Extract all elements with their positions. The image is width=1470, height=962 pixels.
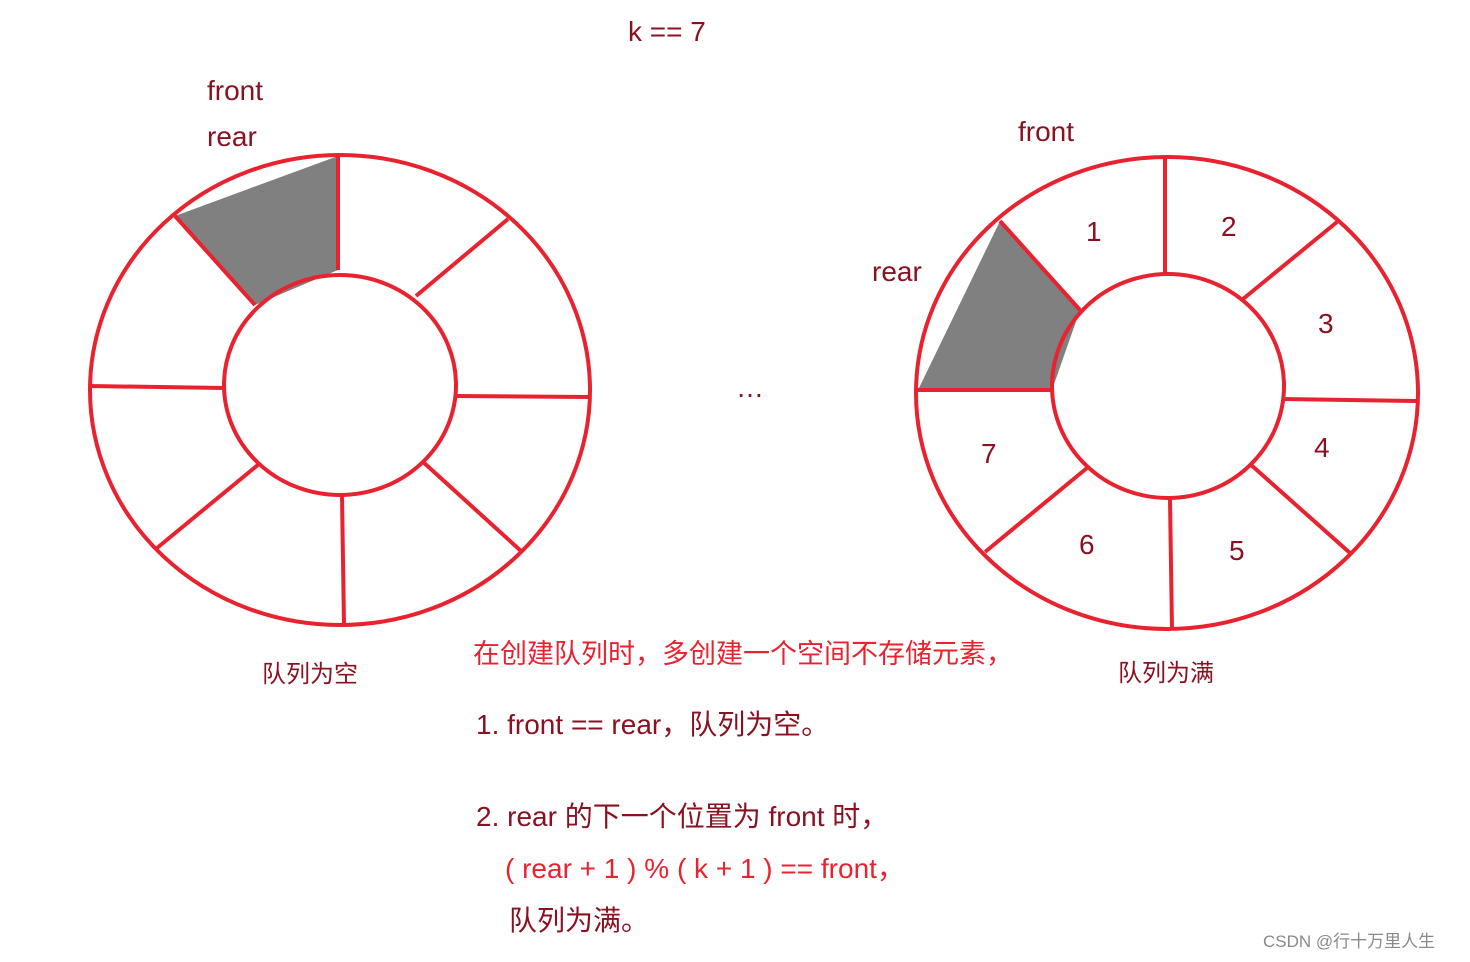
notes-intro: 在创建队列时，多创建一个空间不存储元素， — [473, 639, 1013, 669]
slot-number-1: 1 — [1086, 216, 1102, 247]
full-queue-rear-label: rear — [872, 256, 922, 287]
full-queue-reserved-slot — [918, 221, 1080, 390]
full-queue-ring — [914, 155, 1420, 631]
full-queue-outer-ring — [914, 155, 1420, 631]
slot-number-5: 5 — [1229, 535, 1245, 566]
empty-queue-outer-ring — [88, 153, 592, 627]
empty-queue-reserved-slot — [175, 156, 338, 305]
notes-full-formula: ( rear + 1 ) % ( k + 1 ) == front， — [505, 853, 905, 884]
full-queue-inner-ring — [1050, 272, 1286, 500]
full-queue-front-label: front — [1018, 116, 1075, 147]
watermark: CSDN @行十万里人生 — [1263, 932, 1436, 951]
slot-number-6: 6 — [1079, 529, 1095, 560]
k-value-label: k == 7 — [628, 16, 706, 47]
empty-queue-front-label: front — [207, 75, 264, 106]
empty-queue-ring — [88, 153, 592, 627]
slot-number-2: 2 — [1221, 211, 1237, 242]
empty-queue-dividers — [89, 156, 590, 626]
full-queue-dividers — [918, 158, 1419, 630]
empty-queue-inner-ring — [222, 273, 458, 497]
notes-rule-full-tail: 队列为满。 — [509, 905, 650, 936]
notes-rule-empty: 1. front == rear，队列为空。 — [476, 709, 830, 740]
slot-number-3: 3 — [1318, 308, 1334, 339]
full-queue-caption: 队列为满 — [1118, 660, 1214, 687]
ellipsis: … — [736, 372, 764, 403]
notes-rule-full: 2. rear 的下一个位置为 front 时， — [476, 801, 889, 832]
slot-number-4: 4 — [1314, 432, 1330, 463]
empty-queue-rear-label: rear — [207, 121, 257, 152]
slot-number-7: 7 — [981, 438, 997, 469]
empty-queue-caption: 队列为空 — [262, 661, 358, 688]
